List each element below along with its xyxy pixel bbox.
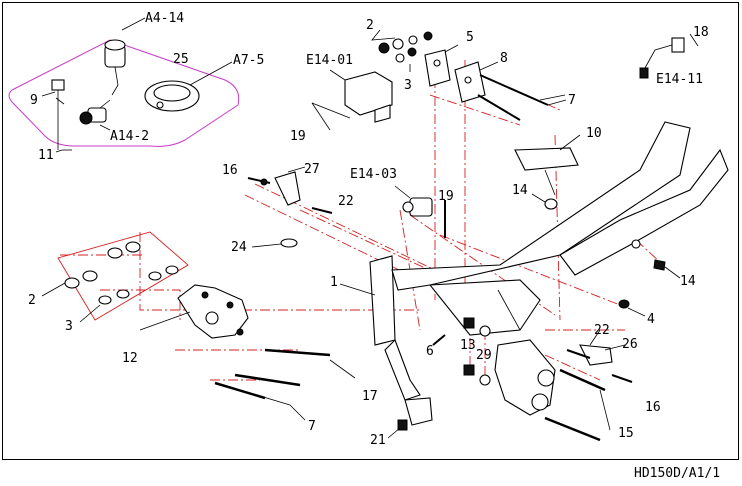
- callout-3-left: 3: [65, 319, 73, 334]
- callout-27: 27: [304, 162, 320, 177]
- callout-24: 24: [231, 240, 247, 255]
- callout-6: 6: [426, 344, 434, 359]
- callout-e14-11: E14-11: [656, 72, 703, 87]
- callout-14-upper: 14: [512, 183, 528, 198]
- drawing-reference-code: HD150D/A1/1: [634, 466, 721, 481]
- callout-13: 13: [460, 338, 476, 353]
- callout-19-mid: 19: [438, 189, 454, 204]
- callout-1: 1: [330, 275, 338, 290]
- callout-22-left: 22: [338, 194, 354, 209]
- long-bolts-left: [214, 348, 356, 421]
- callout-2-top: 2: [366, 18, 374, 33]
- callout-7-top: 7: [568, 93, 576, 108]
- callout-e14-03: E14-03: [350, 167, 397, 182]
- callout-19-top: 19: [290, 129, 306, 144]
- callout-29: 29: [476, 348, 492, 363]
- callout-25: 25: [173, 52, 189, 67]
- callout-e14-01: E14-01: [306, 53, 353, 68]
- washer-group-outline: [57, 231, 189, 321]
- callout-a14-2: A14-2: [110, 129, 149, 144]
- bracket-12-part: [177, 284, 249, 339]
- small-bolt-16-left: [247, 177, 271, 186]
- callout-a7-5: A7-5: [233, 53, 264, 68]
- callout-26: 26: [622, 337, 638, 352]
- left-washers: [64, 241, 179, 305]
- clip-24-part: [251, 238, 298, 248]
- callout-4: 4: [647, 312, 655, 327]
- callout-9: 9: [30, 93, 38, 108]
- callout-5: 5: [466, 30, 474, 45]
- callout-11: 11: [38, 148, 54, 163]
- cdi-unit-part: [311, 69, 393, 131]
- main-frame-part: [369, 121, 729, 426]
- callout-18: 18: [693, 25, 709, 40]
- callout-21: 21: [370, 433, 386, 448]
- seat-lock-part: [79, 99, 111, 131]
- relay-part: [639, 33, 699, 79]
- drawing-frame: [2, 2, 739, 460]
- callout-2-left: 2: [28, 293, 36, 308]
- top-nuts-washers: [371, 29, 433, 72]
- ignition-switch-part: [104, 17, 146, 96]
- callout-3-top: 3: [404, 78, 412, 93]
- bracket-plate-8: [454, 61, 486, 103]
- ignition-kit-outline: [8, 39, 240, 147]
- pin-22-left: [311, 207, 333, 214]
- callout-7-bottom: 7: [308, 419, 316, 434]
- callout-22-right: 22: [594, 323, 610, 338]
- callout-14-right: 14: [680, 274, 696, 289]
- callout-8: 8: [500, 51, 508, 66]
- callout-16-left: 16: [222, 163, 238, 178]
- sensor-e14-03-part: [394, 185, 446, 238]
- bracket-27-part: [274, 166, 306, 206]
- bracket-plate-5: [424, 49, 451, 87]
- fuel-cap-part: [144, 61, 233, 112]
- callout-leaders: [41, 44, 626, 351]
- callout-12: 12: [122, 351, 138, 366]
- callout-16-right: 16: [645, 400, 661, 415]
- right-small-parts: [387, 193, 681, 442]
- callout-a4-14: A4-14: [145, 11, 184, 26]
- callout-10: 10: [586, 126, 602, 141]
- callout-17: 17: [362, 389, 378, 404]
- callout-15: 15: [618, 426, 634, 441]
- long-bolts-top: [477, 74, 566, 121]
- lock-bracket-part: [41, 79, 72, 151]
